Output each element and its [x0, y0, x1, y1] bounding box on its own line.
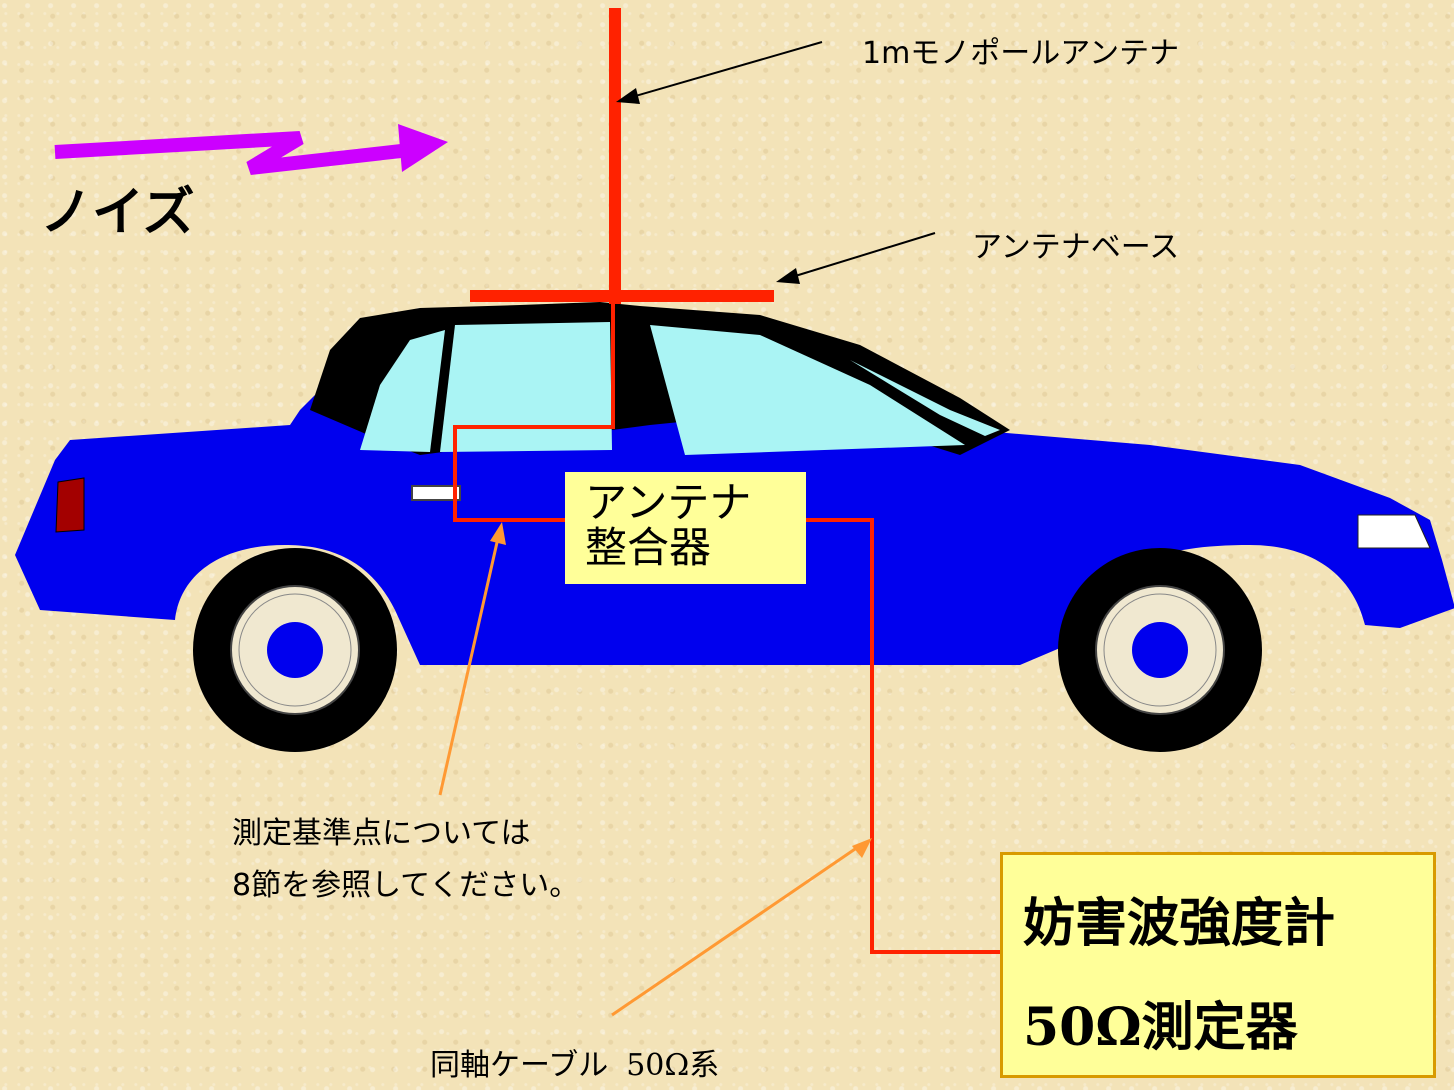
antenna-feed-cable: [453, 302, 615, 522]
antenna-base: [470, 290, 774, 302]
coax-cable: [806, 518, 1000, 954]
tuner-line2: 整合器: [585, 523, 712, 572]
reference-callout-arrow: [438, 522, 506, 796]
noise-label: ノイズ: [40, 183, 195, 243]
tail-light: [55, 477, 85, 533]
antenna-label: 1mモノポールアンテナ: [862, 36, 1180, 71]
front-wheel: [1058, 548, 1262, 752]
antenna-base-label: アンテナベース: [972, 230, 1180, 265]
cable-text: 同軸ケーブル: [430, 1048, 609, 1083]
base-callout-arrow: [776, 232, 936, 284]
door-handle: [411, 485, 461, 501]
antenna-callout-arrow: [616, 41, 823, 104]
rear-wheel: [193, 548, 397, 752]
reference-point-note: 測定基準点については 8節を参照してください。: [232, 816, 580, 903]
tuner-line1: アンテナ: [585, 478, 752, 527]
rear-window: [360, 330, 445, 452]
cable-spec: 50Ω系: [626, 1048, 720, 1083]
meter-impedance: 50Ω: [1023, 997, 1142, 1058]
head-light: [1357, 514, 1431, 549]
rear-side-window: [440, 322, 612, 452]
windshield-strip: [850, 360, 1000, 436]
disturbance-meter-box: 妨害波強度計 50Ω測定器: [1000, 852, 1436, 1078]
meter-line2-text: 測定器: [1141, 998, 1298, 1058]
cable-callout-arrow: [611, 838, 872, 1017]
monopole-antenna: [470, 8, 774, 304]
noise-arrow: [54, 124, 448, 175]
antenna-tuner-box: アンテナ 整合器: [565, 472, 806, 584]
meter-line1: 妨害波強度計: [1023, 894, 1336, 954]
meter-line2: 50Ω測定器: [1023, 985, 1298, 1060]
front-side-window: [650, 325, 965, 455]
coax-cable-label: 同軸ケーブル 50Ω系: [430, 1040, 719, 1084]
